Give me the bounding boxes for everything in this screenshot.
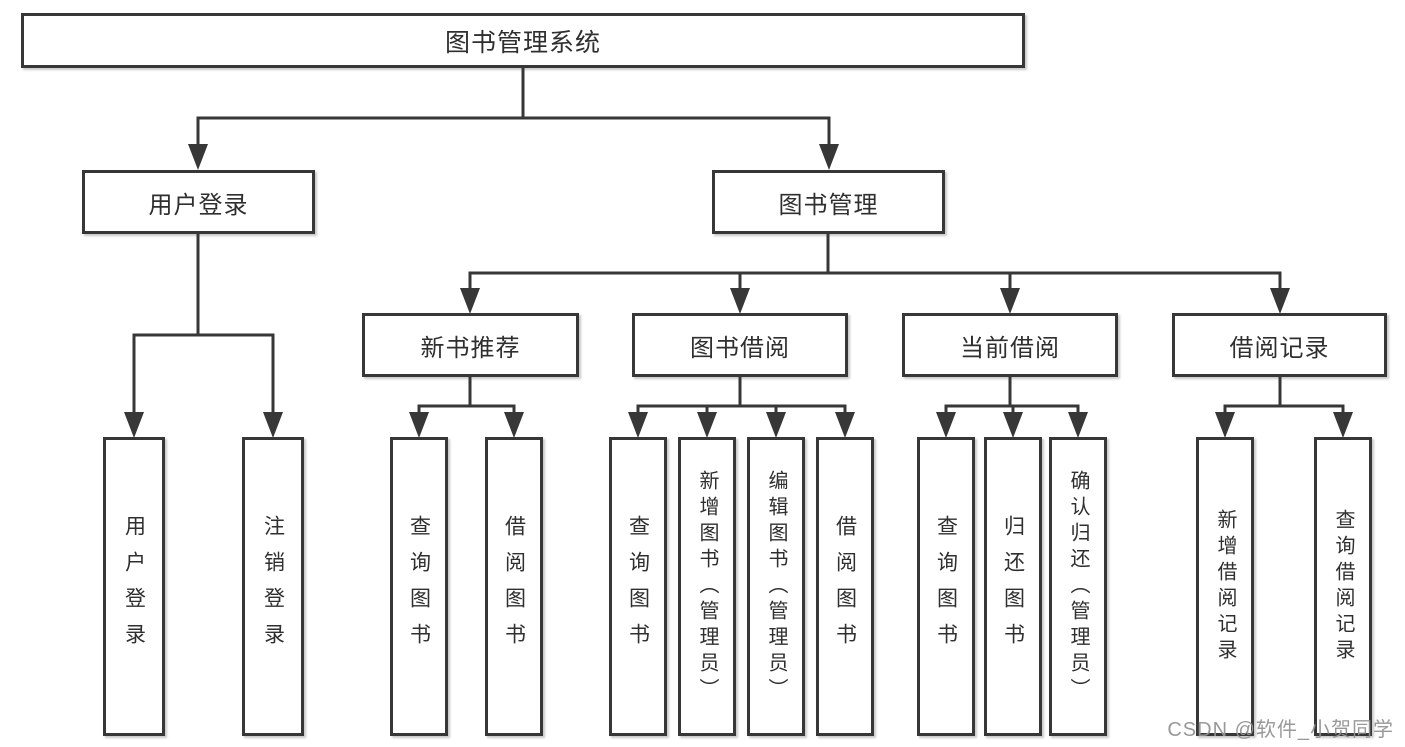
node-add-borrowing-record: 新增借阅记录 (1196, 437, 1254, 736)
node-return-books: 归还图书 (984, 437, 1042, 736)
connector-borrowing-records-branch (1223, 375, 1345, 416)
csdn-watermark: CSDN @软件_小贺同学 (1167, 719, 1394, 741)
node-label: 图书借阅 (690, 334, 790, 362)
node-label: 编辑图书（管理员） (765, 469, 787, 704)
node-label: 图书管理系统 (444, 28, 601, 57)
connector-root-to-level2 (196, 66, 831, 148)
node-borrow-books-recommend: 借阅图书 (485, 437, 543, 736)
node-label: 图书管理 (778, 191, 879, 219)
node-label: 当前借阅 (960, 334, 1060, 362)
node-label: 新书推荐 (420, 334, 521, 362)
node-label: 借阅图书 (833, 514, 857, 659)
node-label: 查询借阅记录 (1332, 508, 1354, 665)
arrowheads (124, 144, 1353, 438)
connector-book-borrowing-branch (636, 375, 847, 416)
node-label: 确认归还（管理员） (1067, 469, 1089, 704)
node-label: 查询图书 (934, 514, 958, 659)
node-query-books-borrowing: 查询图书 (609, 437, 667, 736)
connector-book-management-branch (468, 232, 1282, 292)
connector-user-login-branch (132, 232, 275, 416)
node-label: 用户登录 (122, 514, 146, 659)
node-label: 用户登录 (148, 191, 249, 219)
node-query-books-current: 查询图书 (917, 437, 975, 736)
node-query-borrowing-record: 查询借阅记录 (1314, 437, 1372, 736)
node-label: 新增图书（管理员） (696, 469, 718, 704)
node-query-books-recommend: 查询图书 (390, 437, 448, 736)
node-confirm-return-admin: 确认归还（管理员） (1049, 437, 1107, 736)
node-label: 借阅图书 (502, 514, 526, 659)
node-borrow-books-leaf: 借阅图书 (816, 437, 874, 736)
connector-new-book-branch (417, 375, 516, 416)
node-label: 归还图书 (1001, 514, 1025, 659)
node-book-management: 图书管理 (712, 170, 945, 234)
node-logout: 注销登录 (242, 437, 304, 736)
node-library-management-system: 图书管理系统 (21, 13, 1025, 68)
node-label: 查询图书 (626, 514, 650, 659)
node-book-borrowing: 图书借阅 (632, 313, 848, 377)
node-label: 查询图书 (407, 514, 431, 659)
node-borrowing-records: 借阅记录 (1172, 313, 1387, 377)
node-label: 新增借阅记录 (1214, 508, 1236, 665)
node-current-borrowing: 当前借阅 (902, 313, 1118, 377)
node-user-login-leaf: 用户登录 (103, 437, 165, 736)
node-edit-book-admin: 编辑图书（管理员） (747, 437, 805, 736)
node-label: 借阅记录 (1229, 334, 1330, 362)
node-label: 注销登录 (261, 514, 285, 659)
node-new-book-recommendation: 新书推荐 (362, 313, 579, 377)
node-user-login: 用户登录 (82, 170, 315, 234)
connector-current-borrowing-branch (944, 375, 1080, 416)
node-add-book-admin: 新增图书（管理员） (678, 437, 736, 736)
